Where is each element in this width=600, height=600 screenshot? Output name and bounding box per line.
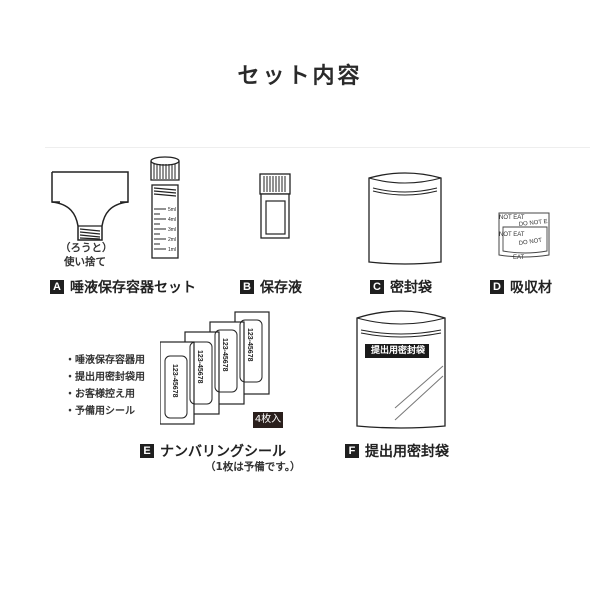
svg-text:123-45678: 123-45678 xyxy=(221,338,228,372)
item-a-label: A 唾液保存容器セット xyxy=(50,277,196,297)
svg-text:NOT EAT: NOT EAT xyxy=(499,215,525,221)
funnel-caption-disposable: 使い捨て xyxy=(64,256,106,268)
letter-badge-f: F xyxy=(345,444,359,458)
svg-text:DO NOT E: DO NOT E xyxy=(519,219,548,228)
funnel-illustration xyxy=(51,171,129,241)
count-badge: 4枚入 xyxy=(253,412,283,428)
sealed-bag-illustration xyxy=(368,172,442,265)
submission-bag-illustration xyxy=(356,310,446,429)
item-f-label: F 提出用密封袋 xyxy=(345,441,449,461)
svg-text:123-45678: 123-45678 xyxy=(171,364,178,398)
sticker-use: ・唾液保存容器用 xyxy=(65,355,145,366)
svg-text:123-45678: 123-45678 xyxy=(196,350,203,384)
sticker-use: ・提出用密封袋用 xyxy=(65,372,145,383)
sticker-uses-list: ・唾液保存容器用 ・提出用密封袋用 ・お客様控え用 ・予備用シール xyxy=(65,352,145,420)
letter-badge-e: E xyxy=(140,444,154,458)
sticker-use: ・予備用シール xyxy=(65,406,135,417)
bag-tag-label: 提出用密封袋 xyxy=(370,346,425,356)
divider xyxy=(45,147,590,148)
sticker-use: ・お客様控え用 xyxy=(65,389,135,400)
letter-badge-b: B xyxy=(240,280,254,294)
item-b-label: B 保存液 xyxy=(240,277,302,297)
svg-text:4ml: 4ml xyxy=(168,217,176,223)
item-f-name: 提出用密封袋 xyxy=(365,444,449,460)
svg-text:3ml: 3ml xyxy=(168,227,176,233)
saliva-tube-illustration: 5ml 4ml 3ml 2ml 1ml xyxy=(150,156,180,259)
numbering-stickers-illustration: 123-45678 123-45678 123-45678 123-45678 xyxy=(160,311,270,425)
absorbent-pad-illustration: NOT EAT DO NOT E NOT EAT DO NOT EAT xyxy=(498,212,550,261)
letter-badge-a: A xyxy=(50,280,64,294)
letter-badge-c: C xyxy=(370,280,384,294)
item-d-label: D 吸収材 xyxy=(490,277,552,297)
funnel-caption: （ろうと） xyxy=(60,242,113,254)
svg-text:NOT EAT: NOT EAT xyxy=(499,232,525,238)
svg-text:1ml: 1ml xyxy=(168,247,176,253)
item-a-name: 唾液保存容器セット xyxy=(70,280,196,296)
svg-text:DO NOT: DO NOT xyxy=(518,238,542,247)
item-b-name: 保存液 xyxy=(260,280,302,296)
preservative-vial-illustration xyxy=(259,173,291,239)
item-e-name: ナンバリングシール xyxy=(160,444,286,460)
svg-text:EAT: EAT xyxy=(513,255,525,261)
letter-badge-d: D xyxy=(490,280,504,294)
svg-text:2ml: 2ml xyxy=(168,237,176,243)
item-d-name: 吸収材 xyxy=(510,280,552,296)
svg-text:5ml: 5ml xyxy=(168,207,176,213)
svg-text:123-45678: 123-45678 xyxy=(246,328,253,362)
page-title: セット内容 xyxy=(237,64,363,89)
item-c-label: C 密封袋 xyxy=(370,277,432,297)
item-e-label: E ナンバリングシール xyxy=(140,441,286,461)
item-e-note: （1枚は予備です。） xyxy=(205,461,301,473)
item-c-name: 密封袋 xyxy=(390,280,432,296)
